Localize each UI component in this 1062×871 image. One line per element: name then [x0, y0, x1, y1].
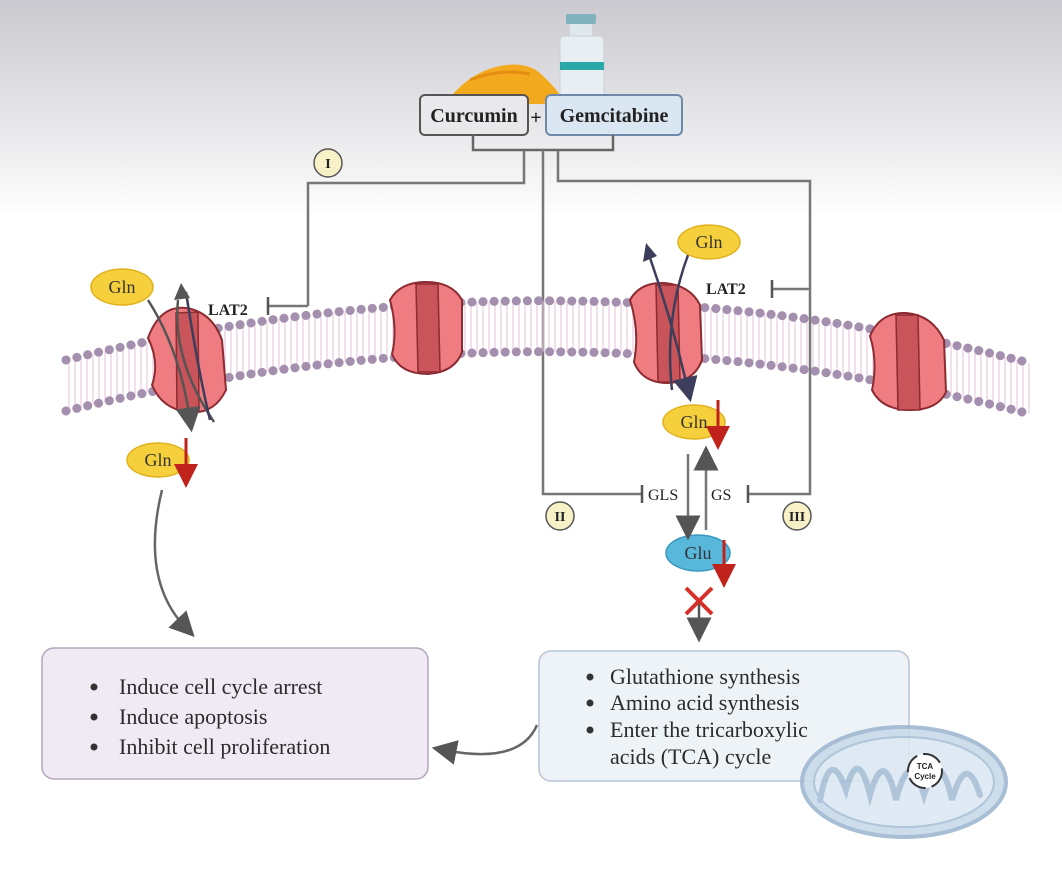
lat2-transporter-right: [628, 281, 704, 385]
svg-text:Gln: Gln: [145, 450, 172, 470]
svg-text:Gln: Gln: [109, 277, 136, 297]
metabolism-list: Glutathione synthesis Amino acid synthes…: [586, 664, 808, 769]
header-gradient: [0, 0, 1062, 220]
pathway-ii-line: [541, 150, 642, 496]
cell-effect-item: Induce apoptosis: [119, 704, 267, 729]
gln-extracellular-right: Gln: [677, 224, 741, 260]
svg-text:Gln: Gln: [696, 232, 723, 252]
metabolism-item: Enter the tricarboxylic: [610, 717, 808, 742]
transporter-center-left: [388, 280, 463, 376]
gemcitabine-vial-icon: [559, 14, 605, 101]
right-to-left-outcome-arrow: [431, 724, 539, 765]
left-crossing-line: [176, 299, 216, 423]
pathway-iii-line: [556, 150, 812, 496]
pathway-i-line: [306, 150, 526, 306]
cell-effect-item: Induce cell cycle arrest: [119, 674, 322, 699]
left-gln-efflux-arrow: [184, 291, 212, 421]
glu-pill: Glu: [665, 534, 731, 572]
lat2-label-left: LAT2: [208, 302, 248, 319]
gln-extracellular-left: Gln: [90, 268, 154, 306]
right-gln-influx-arrow: [646, 251, 698, 403]
gln-intracellular-right: Gln: [662, 404, 726, 440]
gemcitabine-label: Gemcitabine: [560, 105, 669, 127]
svg-text:Cycle: Cycle: [914, 772, 936, 781]
metabolism-box: [538, 650, 910, 782]
mitochondria-icon: [800, 725, 1008, 839]
svg-text:II: II: [555, 510, 566, 525]
svg-text:TCA: TCA: [917, 762, 934, 771]
metabolism-item: acids (TCA) cycle: [610, 744, 771, 769]
left-outcome-curve-arrow: [153, 489, 195, 638]
gls-label: GLS: [648, 487, 678, 504]
transporter-right: [868, 311, 948, 412]
cell-effects-list: Induce cell cycle arrest Induce apoptosi…: [90, 674, 330, 759]
curcumin-label: Curcumin: [430, 105, 517, 127]
left-efflux-arrowhead: [174, 283, 190, 300]
lat2-label-right: LAT2: [706, 281, 746, 298]
svg-text:Glu: Glu: [685, 543, 712, 563]
cell-effect-item: Inhibit cell proliferation: [119, 734, 330, 759]
metabolism-item: Glutathione synthesis: [610, 664, 800, 689]
gln-intracellular-left: Gln: [126, 442, 190, 478]
tca-cycle-icon: TCA Cycle: [907, 753, 943, 789]
pathway-i-badge: I: [313, 148, 343, 178]
svg-text:Gln: Gln: [681, 412, 708, 432]
plus-sign: +: [530, 107, 541, 129]
pathway-ii-badge: II: [545, 501, 575, 531]
left-gln-influx-arrow: [146, 299, 201, 433]
inhibition-x-icon: [684, 586, 714, 616]
svg-text:III: III: [789, 510, 805, 525]
metabolism-item: Amino acid synthesis: [610, 690, 799, 715]
cell-effects-box: [41, 647, 429, 780]
gs-label: GS: [711, 487, 731, 504]
svg-text:I: I: [325, 157, 330, 172]
pathway-iii-badge: III: [782, 501, 812, 531]
right-crossing-line: [668, 254, 690, 391]
right-efflux-arrowhead: [643, 243, 657, 262]
